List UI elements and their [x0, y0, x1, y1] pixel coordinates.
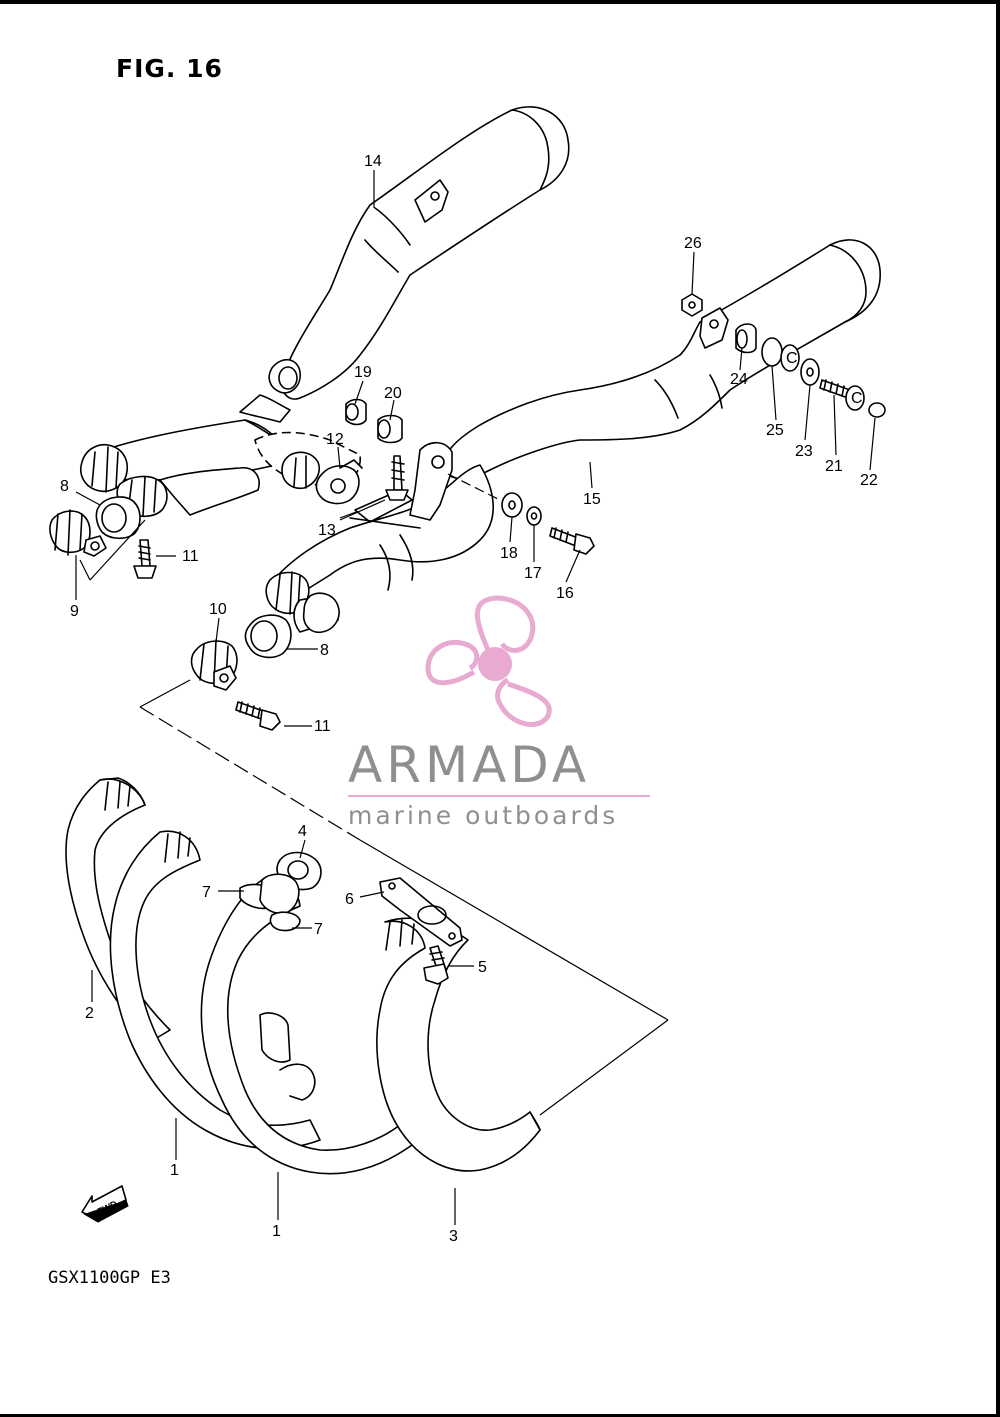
page-border-right — [996, 0, 1000, 1417]
callout-20: 20 — [384, 385, 402, 402]
callout-labels: 14 26 19 20 12 24 25 23 21 22 15 8 13 18… — [60, 153, 878, 1245]
callout-8-lower: 8 — [320, 642, 329, 659]
callout-16: 16 — [556, 585, 574, 602]
callout-4: 4 — [298, 823, 307, 840]
left-muffler-part-14 — [80, 106, 570, 518]
propeller-hub — [478, 647, 512, 681]
gaskets-and-flanges — [239, 851, 463, 985]
callout-7-upper: 7 — [202, 884, 211, 901]
callout-19: 19 — [354, 364, 372, 381]
callout-11-upper: 11 — [182, 548, 199, 565]
callout-23: 23 — [795, 443, 813, 460]
watermark-tagline: marine outboards — [348, 801, 618, 830]
exhaust-pipe-part-3 — [376, 917, 541, 1172]
callout-18: 18 — [500, 545, 518, 562]
callout-3: 3 — [449, 1228, 458, 1245]
callout-17: 17 — [524, 565, 542, 582]
callout-9: 9 — [70, 603, 79, 620]
clamp-set-upper — [49, 496, 157, 579]
callout-25: 25 — [766, 422, 784, 439]
callout-1-rear: 1 — [272, 1223, 281, 1240]
callout-22: 22 — [860, 472, 878, 489]
armada-watermark: ARMADA marine outboards — [348, 595, 650, 830]
callout-6: 6 — [345, 891, 354, 908]
callout-11-lower: 11 — [314, 718, 331, 735]
callout-14: 14 — [364, 153, 382, 170]
callout-10: 10 — [209, 601, 227, 618]
page-border-top — [0, 0, 1000, 4]
callout-26: 26 — [684, 235, 702, 252]
callout-15: 15 — [583, 491, 601, 508]
callout-24: 24 — [730, 371, 748, 388]
callout-21: 21 — [825, 458, 843, 475]
callout-12: 12 — [326, 431, 344, 448]
watermark-brand: ARMADA — [348, 736, 590, 794]
callout-1-front: 1 — [170, 1162, 179, 1179]
leader-lines — [75, 170, 876, 1225]
model-code: GSX1100GP E3 — [48, 1268, 171, 1288]
callout-7-lower: 7 — [314, 921, 323, 938]
callout-5: 5 — [478, 959, 487, 976]
callout-2: 2 — [85, 1005, 94, 1022]
exhaust-pipe-part-1-front — [109, 830, 321, 1150]
propeller-icon — [425, 595, 552, 727]
crossover-connector-part-12 — [254, 431, 363, 505]
callout-13: 13 — [318, 522, 336, 539]
svg-text:C: C — [851, 390, 863, 407]
fwd-direction-badge: FWD — [81, 1185, 129, 1223]
page-border-bottom — [0, 1414, 1000, 1417]
clamp-set-lower — [190, 614, 292, 731]
callout-8-upper: 8 — [60, 478, 69, 495]
reference-lines — [79, 473, 669, 1116]
svg-text:C: C — [786, 350, 798, 367]
hardware-parts: C C — [345, 293, 886, 555]
figure-title: FIG. 16 — [116, 54, 223, 83]
exhaust-pipe-part-2 — [65, 777, 171, 1043]
